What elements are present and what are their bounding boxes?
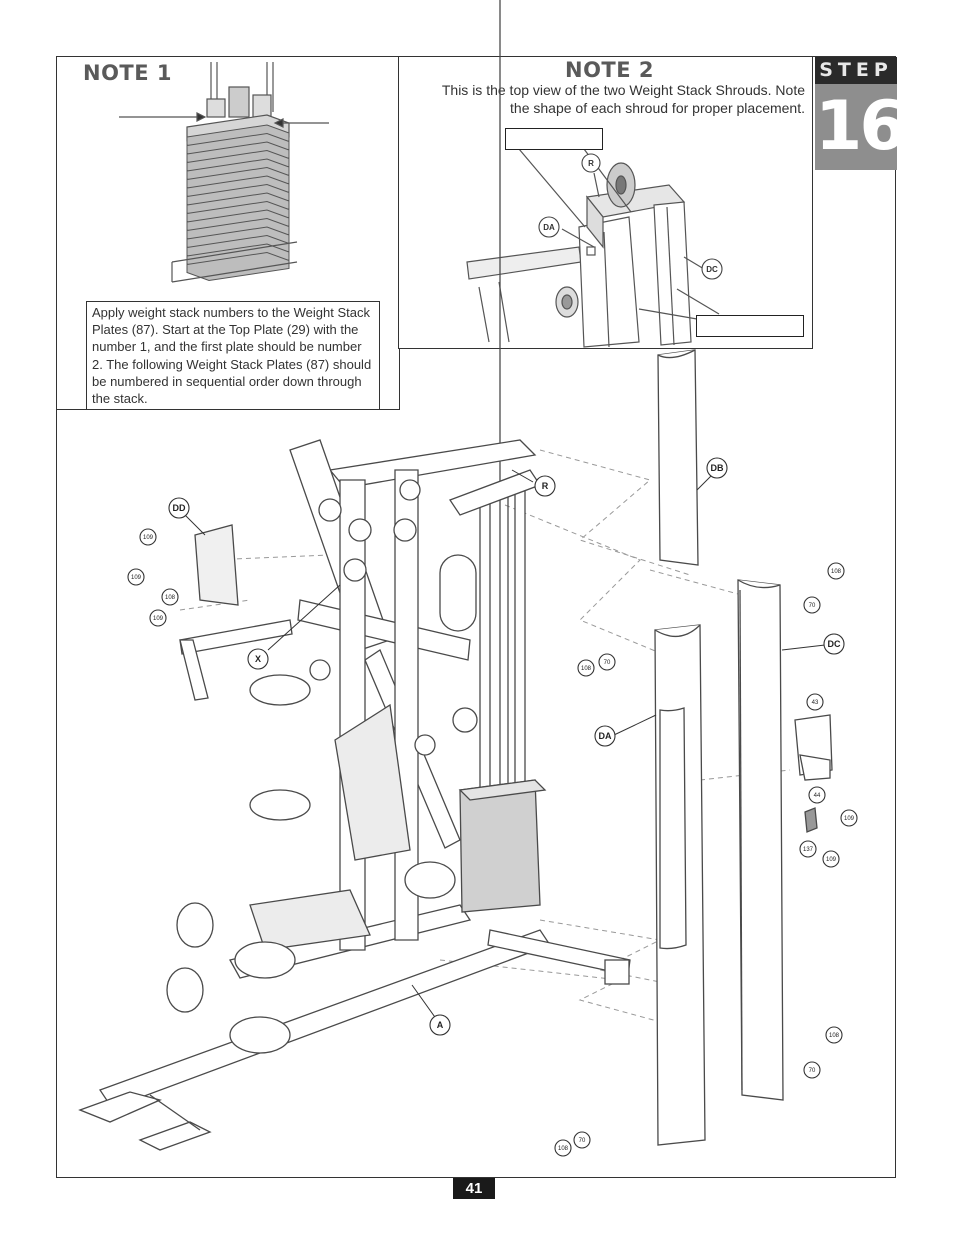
note-2-text: This is the top view of the two Weight S…: [441, 82, 805, 116]
note-1-title: NOTE 1: [83, 61, 173, 85]
callout-108-b: 108: [831, 569, 842, 575]
callout-109-d: 109: [844, 816, 855, 822]
shroud-top-view-illustration: R DA DC: [466, 148, 723, 348]
callout-109-a: 109: [143, 535, 154, 541]
step-label: STEP: [815, 57, 897, 84]
callout-108-e: 108: [558, 1146, 569, 1152]
callout-109-c: 109: [153, 616, 164, 622]
callout-dd: DD: [173, 503, 186, 513]
callout-108-a: 108: [165, 595, 176, 601]
callout-70-c: 70: [604, 660, 611, 666]
callout-70-d: 70: [809, 1068, 816, 1074]
callout-x: X: [255, 654, 261, 664]
weight-stack-plate: [186, 251, 290, 282]
step-badge: STEP 16: [815, 57, 907, 170]
blank-label-box-bottom: [696, 315, 804, 337]
page-number: 41: [453, 1178, 495, 1199]
note-2-title: NOTE 2: [565, 58, 655, 82]
callout-dc: DC: [828, 639, 841, 649]
note2-callout-da: DA: [543, 223, 555, 232]
callout-da: DA: [599, 731, 612, 741]
callout-108-d: 108: [829, 1033, 840, 1039]
note2-callout-r: R: [588, 159, 594, 168]
note-1-panel: NOTE 1 Apply weight stack numbers to the…: [56, 56, 400, 411]
blank-label-box-top: [505, 128, 603, 150]
note2-callout-dc: DC: [706, 265, 718, 274]
callout-r: R: [542, 481, 549, 491]
callout-a: A: [437, 1020, 444, 1030]
callout-137: 137: [803, 847, 814, 853]
step-number: 16: [815, 84, 907, 170]
callout-44: 44: [814, 793, 821, 799]
note-1-text: Apply weight stack numbers to the Weight…: [86, 301, 380, 411]
callout-43: 43: [812, 700, 819, 706]
callout-109-e: 109: [826, 857, 837, 863]
callout-109-b: 109: [131, 575, 142, 581]
callout-108-c: 108: [581, 666, 592, 672]
note-2-panel: NOTE 2 This is the top view of the two W…: [398, 56, 813, 349]
callout-70-b: 70: [809, 603, 816, 609]
callout-70-e: 70: [579, 1138, 586, 1144]
weight-stack-illustration: [119, 62, 329, 283]
callout-db: DB: [711, 463, 724, 473]
